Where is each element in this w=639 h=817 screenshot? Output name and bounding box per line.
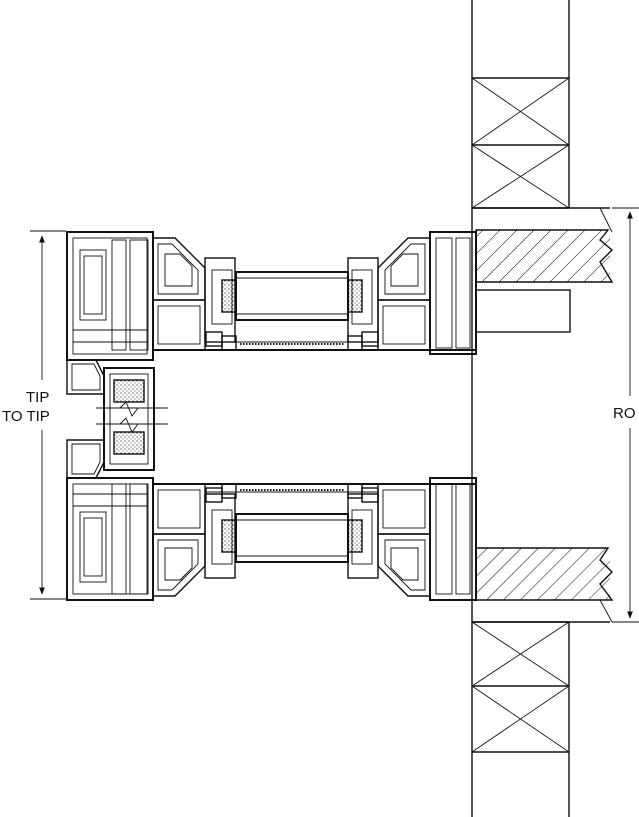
lower-window-profile bbox=[66, 477, 477, 601]
upper-window-profile bbox=[66, 231, 477, 361]
tip-label-line1: TIP bbox=[26, 389, 49, 406]
lower-stud-blocks bbox=[471, 621, 570, 753]
tip-to-tip-dimension bbox=[30, 230, 66, 600]
ro-label: RO bbox=[613, 405, 636, 422]
upper-stud-blocks bbox=[471, 77, 570, 209]
tip-label-line2: TO TIP bbox=[2, 408, 50, 425]
lower-hatched-block bbox=[475, 547, 614, 601]
mullion-connector bbox=[66, 359, 168, 479]
upper-hatched-block bbox=[475, 229, 614, 333]
ro-dimension bbox=[612, 207, 639, 623]
wall-framing bbox=[471, 0, 614, 817]
